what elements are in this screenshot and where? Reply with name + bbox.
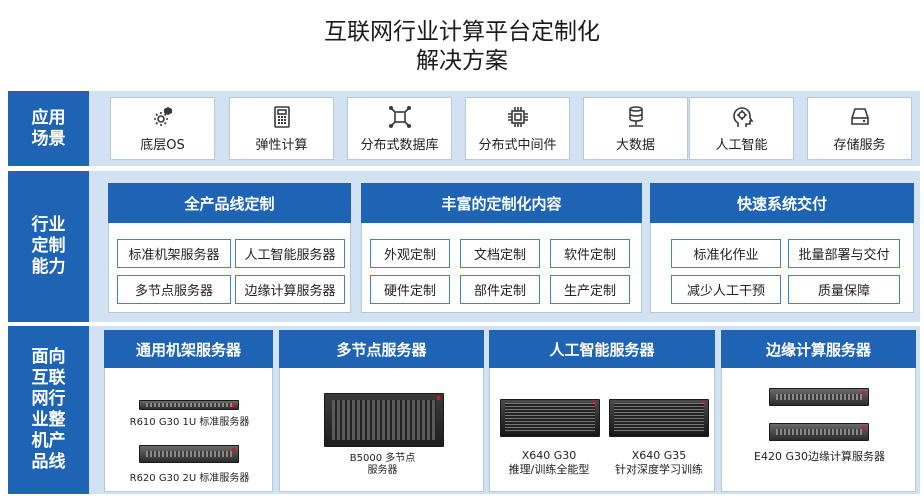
r620-server-image [139,445,239,463]
calculator-icon [269,104,295,130]
distributed-database-icon [387,104,413,130]
page-title: 互联网行业计算平台定制化 [324,19,600,45]
r610-server-image [139,400,239,410]
row-label-products: 面向 互联 网行 业整 机产 品线 [8,326,89,494]
capability-item: 部件定制 [460,275,540,304]
product-caption: R610 G30 1U 标准服务器 [129,417,250,428]
scene-card-storage: 存储服务 [807,97,912,160]
scene-label: 弹性计算 [255,138,308,153]
capability-group-title: 全产品线定制 [108,183,351,223]
capability-item: 批量部署与交付 [788,239,900,268]
capability-group-full-line: 全产品线定制 标准机架服务器 人工智能服务器 多节点服务器 边缘计算服务器 [108,183,351,313]
page-subtitle: 解决方案 [416,48,508,74]
capability-group-custom-content: 丰富的定制化内容 外观定制 文档定制 软件定制 硬件定制 部件定制 生产定制 [361,183,642,313]
capability-group-title: 丰富的定制化内容 [361,183,642,223]
b5000-server-image [324,393,444,447]
product-group-title: 人工智能服务器 [489,330,715,368]
row-label-scenes: 应用 场景 [8,91,89,166]
scene-label: 存储服务 [833,138,886,153]
scene-card-distributed-db: 分布式数据库 [347,97,452,160]
x640-g35-server-image [609,399,709,437]
scene-label: 分布式中间件 [478,138,557,153]
product-group-edge: 边缘计算服务器 E420 G30边缘计算服务器 [721,330,916,492]
capability-item: 人工智能服务器 [235,239,345,268]
product-caption: R620 G30 2U 标准服务器 [129,473,250,484]
product-group-rack: 通用机架服务器 R610 G30 1U 标准服务器 R620 G30 2U 标准… [104,330,273,492]
e420-server-image-top [769,388,869,406]
capability-item: 硬件定制 [370,275,450,304]
row-label-capability: 行业 定制 能力 [8,171,89,322]
gear-icon [150,104,176,130]
capability-item: 外观定制 [370,239,450,268]
scene-card-bigdata: 大数据 [583,97,688,160]
capability-item: 边缘计算服务器 [235,275,345,304]
capability-item: 标准化作业 [671,239,781,268]
capability-item: 多节点服务器 [117,275,231,304]
capability-item: 标准机架服务器 [117,239,231,268]
capability-item: 软件定制 [550,239,630,268]
e420-server-image-bottom [769,423,869,441]
capability-group-title: 快速系统交付 [650,183,914,223]
product-caption: E420 G30边缘计算服务器 [754,450,885,463]
product-caption: B5000 多节点 服务器 [349,453,416,476]
scene-label: 大数据 [615,138,655,153]
product-group-title: 多节点服务器 [279,330,484,368]
scene-label: 分布式数据库 [360,138,439,153]
capability-group-fast-delivery: 快速系统交付 标准化作业 批量部署与交付 减少人工干预 质量保障 [650,183,914,313]
scene-label: 人工智能 [715,138,768,153]
capability-item: 文档定制 [460,239,540,268]
capability-item: 减少人工干预 [671,275,781,304]
ai-head-icon [729,104,755,130]
x640-g30-server-image [500,399,600,437]
product-group-title: 边缘计算服务器 [721,330,916,368]
scene-label: 底层OS [140,138,185,153]
scene-card-os: 底层OS [110,97,215,160]
product-group-title: 通用机架服务器 [104,330,273,368]
product-group-multinode: 多节点服务器 B5000 多节点 服务器 [279,330,484,492]
storage-drive-icon [847,104,873,130]
capability-item: 生产定制 [550,275,630,304]
scene-card-middleware: 分布式中间件 [465,97,570,160]
scene-card-ai: 人工智能 [689,97,794,160]
capability-item: 质量保障 [788,275,900,304]
product-caption: X640 G30 推理/训练全能型 [508,449,590,476]
scene-card-elastic: 弹性计算 [229,97,334,160]
chip-icon [505,104,531,130]
database-icon [623,104,649,130]
product-group-ai: 人工智能服务器 X640 G30 推理/训练全能型 X640 G35 针对深度学… [489,330,715,492]
product-caption: X640 G35 针对深度学习训练 [615,449,703,476]
